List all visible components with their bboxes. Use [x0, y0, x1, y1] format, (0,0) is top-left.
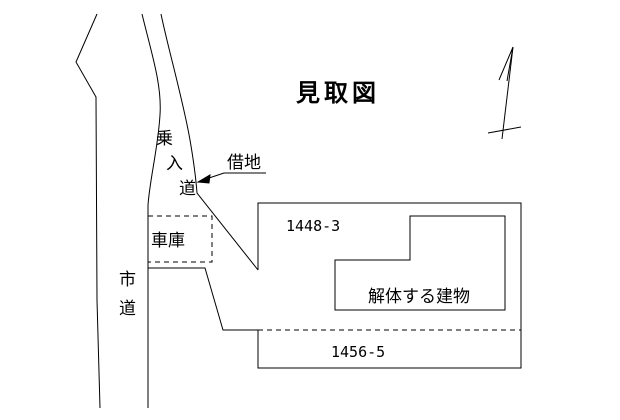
parcel-outline: [257, 202, 522, 369]
building-outline: [334, 215, 506, 311]
label-driveway-char-2: 入: [166, 154, 183, 173]
north-arrow-shaft: [501, 46, 514, 140]
label-parcel-1448-3: 1448-3: [286, 217, 341, 235]
north-arrow-head: [498, 46, 514, 82]
boundary-step: [148, 267, 258, 331]
label-driveway-char-1: 乗: [156, 129, 173, 148]
label-garage: 車庫: [151, 231, 185, 250]
driveway-right-edge: [160, 13, 259, 271]
north-arrow-tick: [487, 126, 522, 134]
label-leased-land: 借地: [227, 153, 261, 172]
road-left-edge: [75, 13, 101, 409]
label-driveway-char-3: 道: [179, 179, 196, 198]
leased-land-leader-line: [202, 172, 266, 181]
page-title: 見取図: [296, 80, 380, 107]
label-city-road: 市道: [116, 270, 135, 328]
leased-land-arrowhead: [196, 174, 211, 184]
north-arrow-icon: [487, 46, 522, 140]
label-parcel-1456-5: 1456-5: [331, 343, 386, 361]
line-work: [75, 13, 522, 409]
driveway-left-edge: [141, 13, 161, 206]
garage-dashed-outline: [148, 215, 213, 263]
label-building-to-demolish: 解体する建物: [368, 287, 470, 306]
